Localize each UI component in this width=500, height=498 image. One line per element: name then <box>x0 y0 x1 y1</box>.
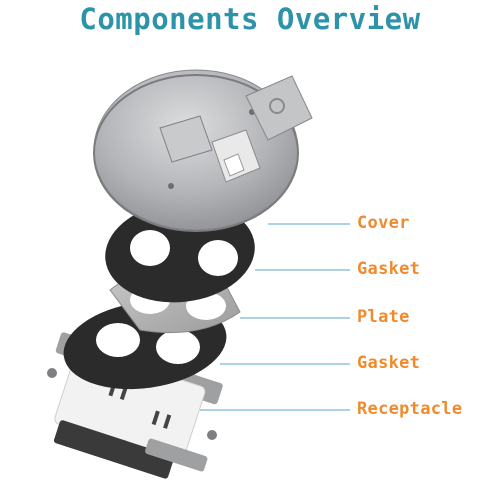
label-plate: Plate <box>357 307 410 327</box>
label-receptacle: Receptacle <box>357 399 463 419</box>
diagram-title: Components Overview <box>79 2 421 36</box>
label-gasket-top: Gasket <box>357 259 421 279</box>
label-gasket-bottom: Gasket <box>357 353 421 373</box>
cover-part <box>93 69 313 232</box>
label-cover: Cover <box>357 213 410 233</box>
